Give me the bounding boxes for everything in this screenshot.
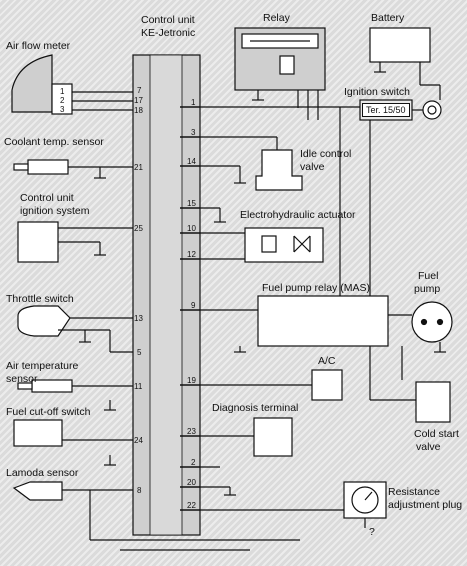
pin-left-8: 8 <box>137 486 142 495</box>
ignition-ctrl-label-1: Control unit <box>20 192 74 204</box>
air-flow-meter-label: Air flow meter <box>6 40 71 52</box>
pin-left-21: 21 <box>134 163 143 172</box>
idle-valve-shape <box>255 149 303 191</box>
air-temp-label-2: sensor <box>6 373 38 385</box>
question-mark: ? <box>369 526 375 538</box>
diagnosis-label: Diagnosis terminal <box>212 402 299 414</box>
pin-right-15: 15 <box>187 199 196 208</box>
ignition-ctrl-box <box>17 221 59 263</box>
connector-pin-2: 2 <box>60 96 65 105</box>
ignition-switch-label: Ignition switch <box>344 86 410 98</box>
pin-right-23: 23 <box>187 427 196 436</box>
fuel-pump-label-2: pump <box>414 283 441 295</box>
cold-start-label-2: valve <box>416 441 441 453</box>
pin-left-13: 13 <box>134 314 143 323</box>
pin-left-17: 17 <box>134 96 143 105</box>
coolant-sensor-shape <box>27 159 69 175</box>
idle-valve-label-1: Idle control <box>300 148 352 160</box>
pin-right-3: 3 <box>191 128 196 137</box>
throttle-switch-shape <box>17 305 71 337</box>
pin-right-2: 2 <box>191 458 196 467</box>
throttle-switch-label: Throttle switch <box>6 293 74 305</box>
resistance-label-1: Resistance <box>388 486 440 498</box>
pin-right-9: 9 <box>191 301 196 310</box>
pin-right-1: 1 <box>191 98 196 107</box>
relay-label: Relay <box>263 12 290 24</box>
battery-box <box>369 27 431 63</box>
fuel-cutoff-label: Fuel cut-off switch <box>6 406 91 418</box>
pin-left-24: 24 <box>134 436 143 445</box>
air-temp-label-1: Air temperature <box>6 360 79 372</box>
fuel-pump-relay-box <box>257 295 389 347</box>
fuel-pump-label-1: Fuel <box>418 270 439 282</box>
pin-right-10: 10 <box>187 224 196 233</box>
pin-right-20: 20 <box>187 478 196 487</box>
air-flow-meter-shape <box>11 54 53 113</box>
control-unit-title-2: KE-Jetronic <box>141 27 196 39</box>
ac-box <box>311 369 343 401</box>
air-temp-sensor-shape <box>31 379 73 393</box>
pin-right-12: 12 <box>187 250 196 259</box>
electrohydraulic-label: Electrohydraulic actuator <box>240 209 356 221</box>
diagnosis-box <box>253 417 293 457</box>
pin-right-14: 14 <box>187 157 196 166</box>
pin-right-22: 22 <box>187 501 196 510</box>
pin-left-25: 25 <box>134 224 143 233</box>
coolant-sensor-label: Coolant temp. sensor <box>4 136 104 148</box>
battery-label: Battery <box>371 12 405 24</box>
pin-right-19: 19 <box>187 376 196 385</box>
ac-label: A/C <box>318 355 336 367</box>
idle-valve-label-2: valve <box>300 161 325 173</box>
connector-pin-1: 1 <box>60 87 65 96</box>
fuel-cutoff-shape <box>13 419 63 447</box>
fuel-pump-shape <box>411 301 453 343</box>
resistance-label-2: adjustment plug <box>388 499 463 511</box>
cold-start-label-1: Cold start <box>414 428 459 440</box>
ignition-terminal-label: Ter. 15/50 <box>362 103 410 117</box>
lambda-sensor-shape <box>12 481 63 501</box>
actuator-box <box>244 227 324 263</box>
control-unit-title-1: Control unit <box>141 14 195 26</box>
pin-left-18: 18 <box>134 106 143 115</box>
ignition-ctrl-label-2: ignition system <box>20 205 90 217</box>
cold-start-box <box>415 381 451 423</box>
lambda-sensor-label: Lamoda sensor <box>6 467 79 479</box>
fuel-pump-relay-label: Fuel pump relay (MAS) <box>262 282 370 294</box>
connector-pin-3: 3 <box>60 105 65 114</box>
pin-left-7: 7 <box>137 86 142 95</box>
pin-left-11: 11 <box>134 382 143 391</box>
pin-left-5: 5 <box>137 348 142 357</box>
